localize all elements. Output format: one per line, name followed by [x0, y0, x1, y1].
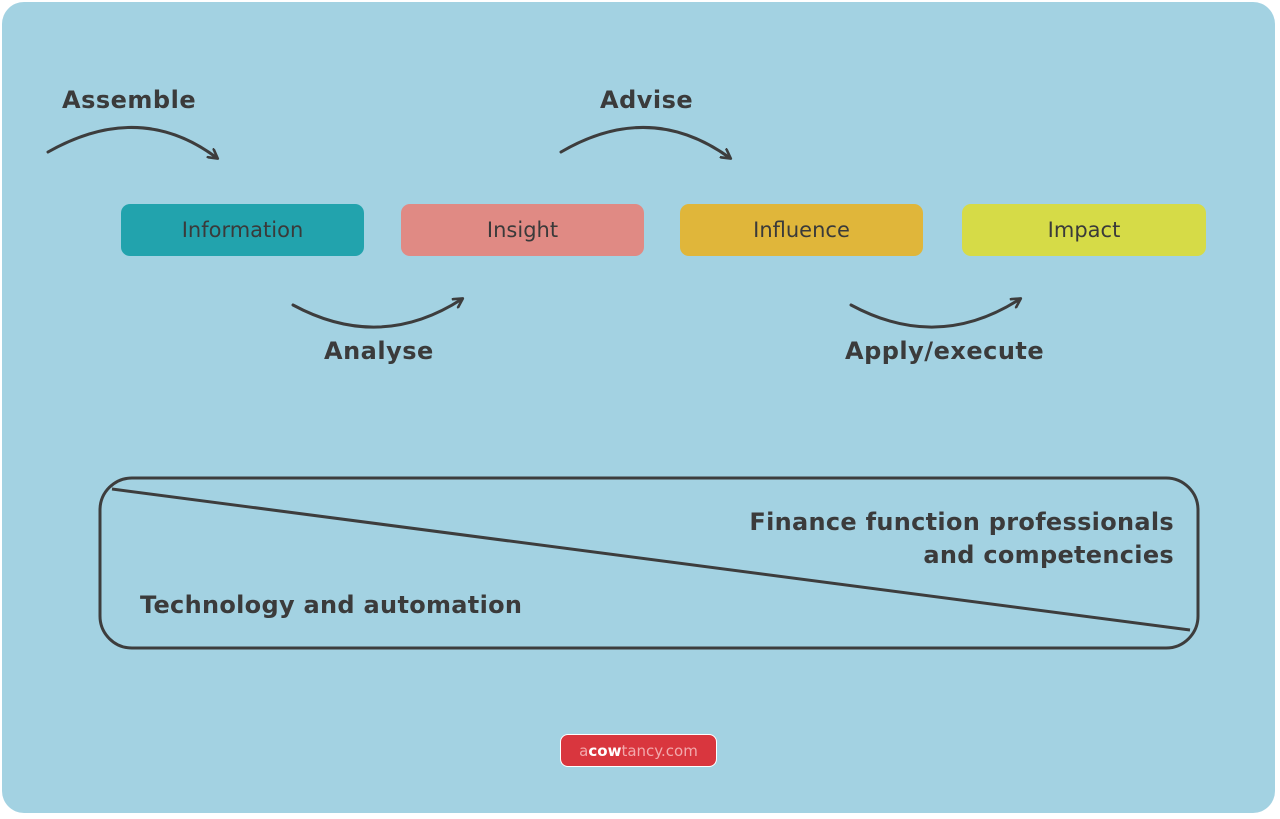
brand-suffix: tancy.com	[621, 741, 698, 760]
professionals-label-line1: Finance function professionals	[749, 508, 1174, 536]
step-assemble-label: Assemble	[62, 86, 197, 114]
step-analyse-label: Analyse	[324, 337, 434, 365]
stage-impact-label: Impact	[1047, 218, 1121, 242]
stage-influence-label: Influence	[753, 218, 850, 242]
stage-impact: Impact	[962, 204, 1206, 256]
brand-highlight: cow	[588, 741, 622, 760]
stage-insight: Insight	[401, 204, 644, 256]
step-advise-label: Advise	[600, 86, 694, 114]
stage-information-label: Information	[181, 218, 304, 242]
technology-label: Technology and automation	[140, 591, 523, 619]
brand-prefix: a	[579, 741, 589, 760]
step-apply-label: Apply/execute	[845, 337, 1045, 365]
stage-influence: Influence	[680, 204, 923, 256]
professionals-label-line2: and competencies	[923, 541, 1174, 569]
professionals-label: Finance function professionals and compe…	[749, 506, 1174, 572]
stage-information: Information	[121, 204, 364, 256]
stage-insight-label: Insight	[486, 218, 559, 242]
